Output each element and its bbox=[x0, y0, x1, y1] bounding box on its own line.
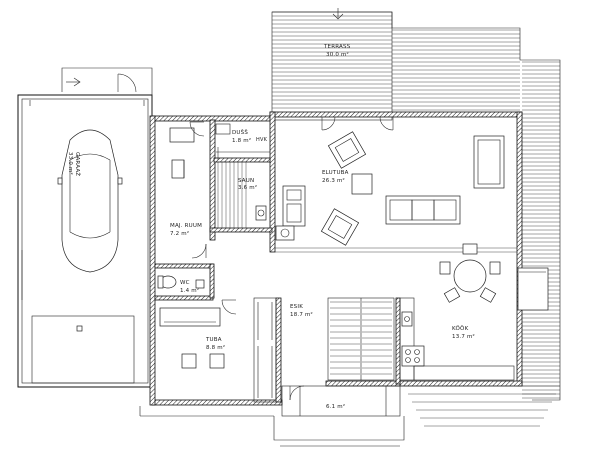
duss-label: DUŠŠ bbox=[232, 129, 248, 136]
bath-sauna: DUŠŠ 1.8 m² HVK SAUN 3.6 m² bbox=[215, 123, 295, 241]
fireplace-icon bbox=[282, 185, 306, 227]
sofa-icon bbox=[385, 195, 461, 225]
armchair-icon bbox=[473, 135, 505, 189]
terrass-label: TERRASS bbox=[323, 44, 351, 50]
saun-area: 3.6 m² bbox=[238, 184, 257, 191]
garage-label: GARAAŽ bbox=[74, 152, 82, 176]
majruum-area: 7.2 m² bbox=[170, 230, 189, 237]
tuba-label: TUBA bbox=[205, 337, 222, 343]
garage-porch bbox=[61, 67, 153, 116]
kook-label: KÖÖK bbox=[452, 325, 469, 332]
duss-area: 1.8 m² bbox=[232, 137, 251, 144]
garage: GARAAŽ 33.0 m² bbox=[17, 94, 153, 388]
elutuba-area: 26.3 m² bbox=[322, 177, 345, 184]
car-icon bbox=[57, 129, 123, 273]
dining-table-icon bbox=[439, 243, 501, 303]
kitchen: KÖÖK 13.7 m² bbox=[399, 243, 549, 381]
sauna-bench bbox=[217, 162, 247, 228]
deck-steps bbox=[404, 385, 560, 427]
hall: ESIK 18.7 m² bbox=[289, 297, 395, 401]
armchair-icon bbox=[320, 208, 360, 246]
kook-area: 13.7 m² bbox=[452, 333, 475, 340]
duss-annotation: HVK bbox=[256, 137, 268, 143]
wc-label: WC bbox=[180, 280, 190, 286]
terrace-right-lines bbox=[392, 29, 560, 399]
elutuba-label: ELUTUBA bbox=[322, 170, 349, 176]
wc-room: WC 1.4 m² bbox=[157, 275, 205, 294]
entrance-area: 6.1 m² bbox=[326, 403, 345, 410]
house-walls bbox=[149, 111, 523, 406]
esik-label: ESIK bbox=[290, 304, 303, 310]
armchair-icon bbox=[327, 131, 367, 169]
saun-label: SAUN bbox=[238, 178, 254, 184]
terrace-top-lines bbox=[272, 15, 392, 109]
garage-area: 33.0 m² bbox=[67, 152, 74, 175]
utility-room: MAJ. RUUM 7.2 m² bbox=[169, 121, 207, 259]
entrance-porch: 6.1 m² bbox=[139, 385, 405, 447]
esik-area: 18.7 m² bbox=[290, 311, 313, 318]
tuba-area: 8.8 m² bbox=[206, 344, 225, 351]
bedroom: TUBA 8.8 m² bbox=[159, 297, 277, 403]
coffee-table-icon bbox=[351, 173, 373, 195]
wc-area: 1.4 m² bbox=[180, 287, 199, 294]
living-room: ELUTUBA 26.3 m² bbox=[275, 116, 517, 253]
terrass-area: 30.0 m² bbox=[326, 51, 349, 58]
stairs-icon bbox=[330, 301, 392, 375]
terrace-deck bbox=[271, 8, 561, 401]
majruum-label: MAJ. RUUM bbox=[170, 223, 202, 229]
